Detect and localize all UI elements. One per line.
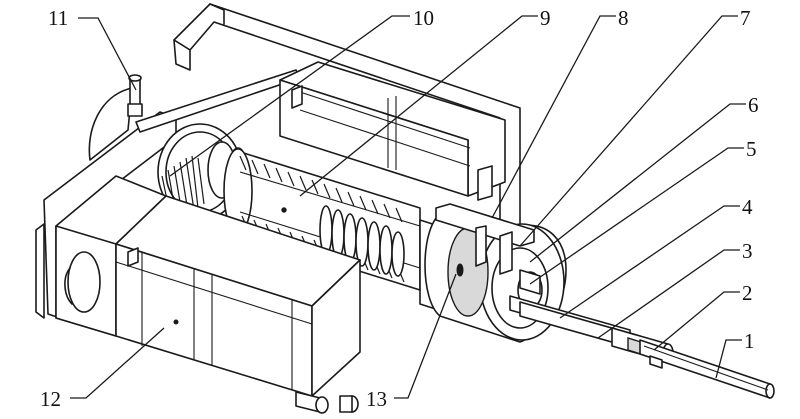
callout-4: 4	[742, 195, 753, 219]
leader-8	[491, 15, 616, 219]
leader-7	[519, 15, 738, 247]
leader-11	[78, 17, 137, 91]
leader-4	[559, 205, 740, 319]
callout-12: 12	[40, 387, 61, 411]
leader-1	[715, 339, 742, 379]
callout-1: 1	[744, 329, 755, 353]
leader-13	[394, 273, 457, 399]
callout-9: 9	[540, 6, 551, 30]
callout-2: 2	[742, 281, 753, 305]
leader-2	[653, 291, 740, 351]
leader-6	[529, 103, 746, 263]
callout-13: 13	[366, 387, 387, 411]
callout-10: 10	[413, 6, 434, 30]
callout-6: 6	[748, 93, 759, 117]
callout-7: 7	[740, 6, 751, 30]
leader-10	[169, 15, 410, 177]
leader-3	[597, 249, 740, 339]
callout-11: 11	[48, 6, 68, 30]
leader-lines	[70, 15, 746, 399]
callout-labels: 11 10 9 8 7 6 5 4 3 2 1 12 13	[40, 6, 759, 411]
leader-9	[299, 15, 538, 197]
gear-10	[157, 123, 249, 221]
callout-8: 8	[618, 6, 629, 30]
leader-12	[70, 327, 165, 399]
leader-5	[529, 147, 744, 285]
callout-3: 3	[742, 239, 753, 263]
callout-5: 5	[746, 137, 757, 161]
motor-12	[55, 175, 361, 414]
module-block	[279, 61, 506, 201]
shaft-assembly	[509, 295, 775, 399]
fitting-11	[127, 74, 143, 117]
